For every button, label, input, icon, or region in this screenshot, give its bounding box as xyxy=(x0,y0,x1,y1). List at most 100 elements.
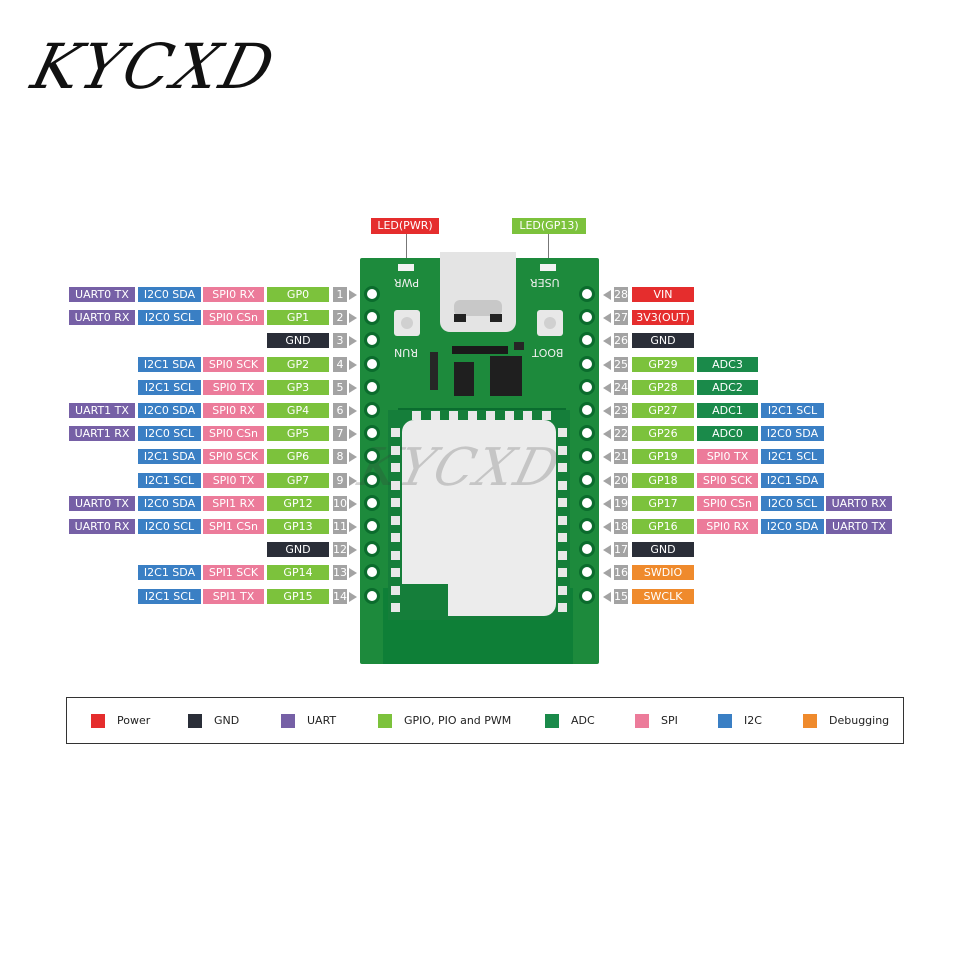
led-user-leader xyxy=(548,234,549,262)
pin-arrow xyxy=(349,313,357,323)
pin-number: 11 xyxy=(333,519,347,534)
pin-hole xyxy=(579,518,595,534)
module-pad xyxy=(391,515,400,525)
pin-number: 25 xyxy=(614,357,628,372)
pin-number: 4 xyxy=(333,357,347,372)
pin-hole xyxy=(579,448,595,464)
pin-hole xyxy=(364,425,380,441)
pin-function-label: I2C1 SDA xyxy=(138,449,201,464)
pin-number: 22 xyxy=(614,426,628,441)
legend-swatch xyxy=(378,714,392,728)
pin-function-label: SPI0 CSn xyxy=(203,426,264,441)
led-pwr xyxy=(398,264,414,271)
pin-function-label: SPI1 TX xyxy=(203,589,264,604)
pin-hole xyxy=(364,448,380,464)
pin-number: 23 xyxy=(614,403,628,418)
pin-arrow xyxy=(349,545,357,555)
legend-label: I2C xyxy=(744,714,762,727)
pin-arrow xyxy=(603,360,611,370)
pin-arrow xyxy=(603,499,611,509)
pin-hole xyxy=(579,332,595,348)
led-pwr-leader xyxy=(406,234,407,262)
module-pad xyxy=(391,568,400,577)
pin-function-label: GP12 xyxy=(267,496,329,511)
pin-function-label: SPI0 CSn xyxy=(697,496,758,511)
silk-run: RUN xyxy=(394,346,418,359)
pin-hole xyxy=(579,564,595,580)
pin-hole xyxy=(579,588,595,604)
pin-arrow xyxy=(603,568,611,578)
pin-number: 6 xyxy=(333,403,347,418)
pin-function-label: SPI1 CSn xyxy=(203,519,264,534)
pin-function-label: UART0 RX xyxy=(826,496,892,511)
pin-function-label: SPI0 SCK xyxy=(203,357,264,372)
module-pad xyxy=(391,498,400,507)
pin-hole xyxy=(364,495,380,511)
pin-function-label: I2C0 SCL xyxy=(761,496,824,511)
run-button[interactable] xyxy=(394,310,420,336)
legend-label: GND xyxy=(214,714,240,727)
module-pad xyxy=(391,445,400,455)
pin-function-label: GP3 xyxy=(267,380,329,395)
pin-function-label: SPI1 RX xyxy=(203,496,264,511)
pin-number: 26 xyxy=(614,333,628,348)
module-pad xyxy=(430,411,440,420)
pin-function-label: GP15 xyxy=(267,589,329,604)
pin-hole xyxy=(579,356,595,372)
pin-hole xyxy=(579,309,595,325)
module-pad xyxy=(558,498,567,507)
pin-function-label: GP2 xyxy=(267,357,329,372)
module-pad xyxy=(558,480,567,490)
legend-swatch xyxy=(635,714,649,728)
pin-function-label: I2C0 SDA xyxy=(138,287,201,302)
pin-function-label: I2C0 SCL xyxy=(138,426,201,441)
pin-function-label: I2C1 SCL xyxy=(138,380,201,395)
pin-function-label: GP4 xyxy=(267,403,329,418)
module-pad xyxy=(467,411,477,420)
pin-hole xyxy=(579,379,595,395)
module-pad xyxy=(541,411,551,420)
pin-hole xyxy=(364,402,380,418)
module-shield xyxy=(402,420,556,616)
pin-function-label: GP7 xyxy=(267,473,329,488)
pin-number: 12 xyxy=(333,542,347,557)
pin-arrow xyxy=(603,429,611,439)
module-pad xyxy=(391,550,400,560)
module-pad xyxy=(391,603,400,612)
pin-function-label: GP0 xyxy=(267,287,329,302)
pin-number: 15 xyxy=(614,589,628,604)
legend-swatch xyxy=(718,714,732,728)
pin-number: 13 xyxy=(333,565,347,580)
boot-button[interactable] xyxy=(537,310,563,336)
pin-function-label: I2C1 SCL xyxy=(138,473,201,488)
pin-hole xyxy=(364,379,380,395)
module-pad xyxy=(558,515,567,525)
pin-number: 14 xyxy=(333,589,347,604)
pin-function-label: SPI0 TX xyxy=(697,449,758,464)
legend-swatch xyxy=(91,714,105,728)
brand-logo: KYCXD xyxy=(24,30,284,103)
usb-c-tab-right xyxy=(490,314,502,322)
pin-number: 27 xyxy=(614,310,628,325)
pin-function-label: I2C0 SCL xyxy=(138,519,201,534)
pin-arrow xyxy=(603,336,611,346)
module-pad xyxy=(504,411,514,420)
pin-function-label: UART1 RX xyxy=(69,426,135,441)
pin-number: 19 xyxy=(614,496,628,511)
pin-hole xyxy=(364,564,380,580)
pin-arrow xyxy=(603,592,611,602)
pin-function-label: GND xyxy=(267,333,329,348)
pin-function-label: GP29 xyxy=(632,357,694,372)
module-pad xyxy=(558,428,567,437)
module-pad xyxy=(391,533,400,542)
pin-function-label: SPI0 TX xyxy=(203,473,264,488)
pin-function-label: GP17 xyxy=(632,496,694,511)
module-pad xyxy=(558,533,567,542)
pin-arrow xyxy=(349,406,357,416)
module-pad xyxy=(558,603,567,612)
led-user-label: LED(GP13) xyxy=(512,218,586,234)
pin-number: 2 xyxy=(333,310,347,325)
pin-function-label: UART1 TX xyxy=(69,403,135,418)
pin-function-label: SPI0 RX xyxy=(203,287,264,302)
pin-function-label: GP18 xyxy=(632,473,694,488)
